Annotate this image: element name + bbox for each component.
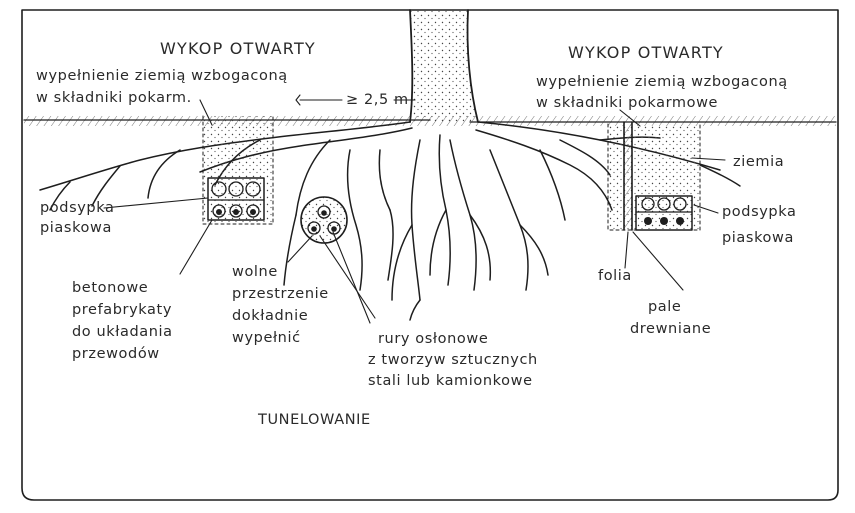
concrete-line2: prefabrykaty: [72, 302, 172, 318]
right-trench: [608, 124, 700, 230]
left-fill-line1: wypełnienie ziemią wzbogaconą: [36, 68, 288, 84]
right-sand-line1: podsypka: [722, 204, 796, 220]
concrete-line1: betonowe: [72, 280, 148, 296]
tunnel-label: TUNELOWANIE: [257, 412, 371, 428]
foil-label: folia: [598, 268, 632, 284]
right-sand-line2: piaskowa: [722, 230, 794, 246]
right-title: WYKOP OTWARTY: [568, 43, 724, 62]
pipes-line2: z tworzyw sztucznych: [368, 352, 538, 368]
concrete-line3: do układania: [72, 324, 173, 340]
pipes-line1: rury osłonowe: [378, 331, 488, 347]
gaps-line2: przestrzenie: [232, 286, 329, 302]
piles-line1: pale: [648, 299, 681, 315]
tree-trunk: [410, 10, 478, 122]
soil-label: ziemia: [733, 154, 784, 170]
gaps-line1: wolne: [232, 264, 278, 280]
distance-label: ≥ 2,5 m: [346, 92, 409, 108]
left-title: WYKOP OTWARTY: [160, 39, 316, 58]
piles-line2: drewniane: [630, 321, 711, 337]
concrete-line4: przewodów: [72, 346, 160, 362]
pipes-line3: stali lub kamionkowe: [368, 373, 533, 389]
left-fill-line2: w składniki pokarm.: [36, 90, 192, 106]
foil-and-piles: [624, 122, 632, 230]
right-fill-line2: w składniki pokarmowe: [536, 95, 718, 111]
gaps-line4: wypełnić: [232, 330, 301, 346]
right-fill-line1: wypełnienie ziemią wzbogaconą: [536, 74, 788, 90]
left-sand-line2: piaskowa: [40, 220, 112, 236]
left-sand-line1: podsypka: [40, 200, 114, 216]
tunnel-pipe-cluster: [301, 197, 347, 243]
gaps-line3: dokładnie: [232, 308, 308, 324]
